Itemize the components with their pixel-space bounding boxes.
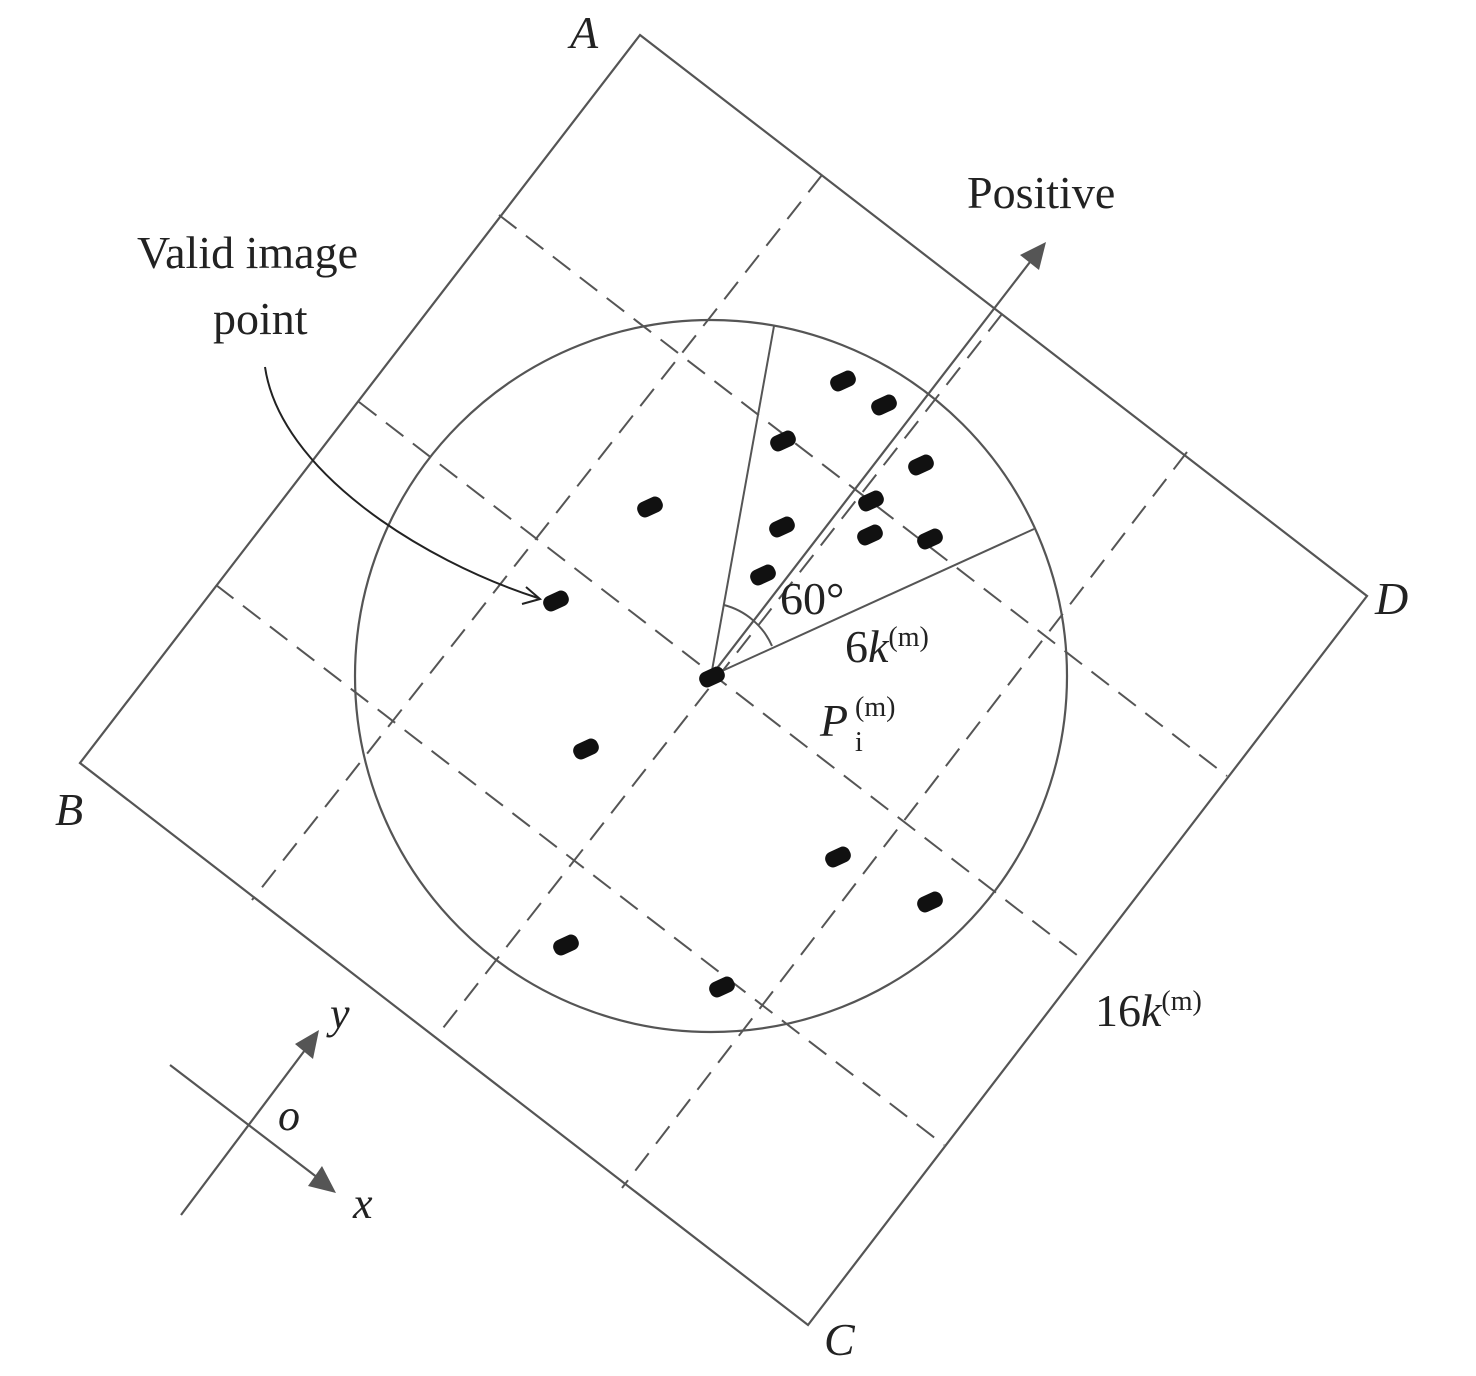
grid-dash-v3	[621, 451, 1188, 1189]
angle-label: 60°	[780, 573, 844, 624]
positive-label: Positive	[967, 167, 1115, 218]
axis-x-arrowhead	[308, 1166, 336, 1193]
image-point	[637, 496, 663, 518]
point-p-sup: (m)	[855, 692, 895, 723]
positive-direction-line	[710, 261, 1031, 677]
corner-d-label: D	[1374, 573, 1408, 624]
grid-dash-v1	[251, 174, 823, 901]
side-sup: (m)	[1161, 986, 1201, 1017]
point-p-label: P	[819, 695, 848, 746]
point-p-sub: i	[855, 727, 863, 758]
image-point	[917, 891, 943, 913]
grid-dash-h1	[498, 214, 1228, 777]
image-point	[709, 976, 735, 998]
valid-point-label-line1: Valid image	[137, 227, 358, 278]
radius-coef: 6	[845, 621, 868, 672]
center-image-point	[699, 666, 725, 688]
radius-label: 6k(m)	[845, 621, 929, 672]
image-point	[825, 846, 851, 868]
axis-x-label: x	[352, 1179, 373, 1228]
image-point	[908, 454, 934, 476]
image-point	[750, 564, 776, 586]
axis-o-label: o	[278, 1091, 300, 1140]
image-point	[830, 370, 856, 392]
axis-y-line	[180, 1049, 306, 1216]
valid-point-callout-head	[521, 586, 543, 605]
image-point	[573, 738, 599, 760]
corner-b-label: B	[55, 784, 83, 835]
image-point	[917, 528, 943, 550]
positive-arrowhead	[1020, 242, 1046, 270]
sector-line-right	[710, 528, 1035, 677]
outer-square	[78, 33, 1369, 1327]
sector-line-left	[710, 325, 775, 677]
grid-dash-h2	[358, 401, 1087, 963]
radius-sup: (m)	[888, 622, 928, 653]
image-point	[871, 394, 897, 416]
side-coef: 16	[1095, 985, 1141, 1036]
image-point	[770, 430, 796, 452]
image-points	[543, 370, 943, 998]
valid-point-label-line2: point	[213, 293, 308, 344]
radius-k: k	[868, 621, 890, 672]
side-k: k	[1141, 985, 1163, 1036]
image-point	[553, 934, 579, 956]
image-point	[543, 590, 569, 612]
corner-a-label: A	[567, 7, 599, 58]
image-point	[858, 490, 884, 512]
corner-c-label: C	[824, 1314, 856, 1365]
axis-x-line	[169, 1064, 319, 1179]
axis-y-label: y	[326, 989, 350, 1038]
descriptor-circle	[353, 318, 1069, 1034]
image-point	[857, 524, 883, 546]
sector-angle-arc	[723, 604, 773, 647]
grid-dash-h3	[215, 584, 945, 1146]
valid-point-callout	[264, 366, 539, 599]
side-length-label: 16k(m)	[1095, 985, 1202, 1036]
image-point	[769, 516, 795, 538]
axis-y-arrowhead	[295, 1030, 319, 1059]
